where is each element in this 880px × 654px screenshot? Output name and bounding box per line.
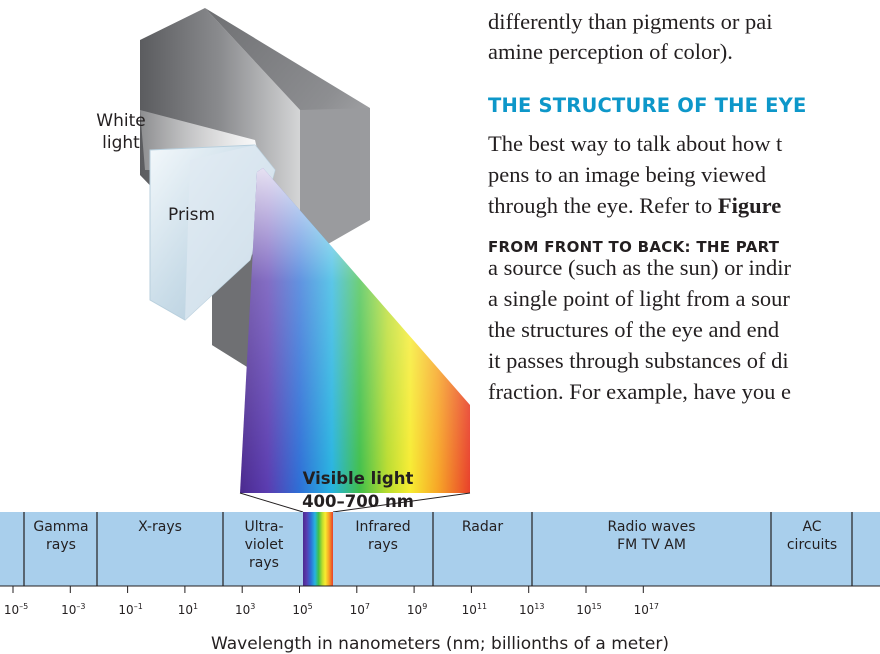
- band-gamma: Gamma rays: [26, 518, 96, 554]
- prism-label: Prism: [168, 205, 215, 225]
- band-radio: Radio waves FM TV AM: [534, 518, 769, 554]
- text-line: a source (such as the sun) or indir: [488, 253, 791, 284]
- tick-label: 10–3: [61, 602, 85, 617]
- tick-label: 1015: [576, 602, 601, 617]
- figure-reference: Figure: [718, 193, 781, 218]
- band-infrared: Infrared rays: [333, 518, 433, 554]
- band-xrays: X-rays: [99, 518, 221, 536]
- text-line: differently than pigments or pai: [488, 7, 773, 38]
- tick-label: 107: [350, 602, 370, 617]
- tick-label: 1011: [462, 602, 487, 617]
- tick-label: 109: [407, 602, 427, 617]
- text-line: pens to an image being viewed: [488, 160, 766, 191]
- tick-label: 101: [178, 602, 198, 617]
- text-line: a single point of light from a sour: [488, 284, 790, 315]
- text-line: fraction. For example, have you e: [488, 377, 791, 408]
- band-ultraviolet: Ultra- violet rays: [225, 518, 303, 572]
- tick-label: 105: [292, 602, 312, 617]
- tick-label: 10–1: [118, 602, 142, 617]
- text-line: through the eye. Refer to Figure: [488, 191, 781, 222]
- band-ac: AC circuits: [773, 518, 851, 554]
- visible-band: [303, 512, 333, 586]
- tick-label: 1017: [634, 602, 659, 617]
- band-radar: Radar: [435, 518, 530, 536]
- axis-label: Wavelength in nanometers (nm; billionths…: [0, 634, 880, 654]
- visible-light-label: Visible light 400–700 nm: [288, 467, 428, 513]
- text-line: amine perception of color).: [488, 37, 733, 68]
- text-line: it passes through substances of di: [488, 346, 789, 377]
- visible-light-range: 400–700 nm: [288, 490, 428, 513]
- tick-marks: [13, 586, 643, 593]
- tick-label: 10–5: [4, 602, 28, 617]
- tick-label: 103: [235, 602, 255, 617]
- text-line: the structures of the eye and end: [488, 315, 779, 346]
- white-light-label: White light: [80, 110, 162, 154]
- visible-light-title: Visible light: [288, 467, 428, 490]
- text-line: The best way to talk about how t: [488, 129, 782, 160]
- tick-label: 1013: [519, 602, 544, 617]
- section-heading: THE STRUCTURE OF THE EYE: [488, 91, 806, 122]
